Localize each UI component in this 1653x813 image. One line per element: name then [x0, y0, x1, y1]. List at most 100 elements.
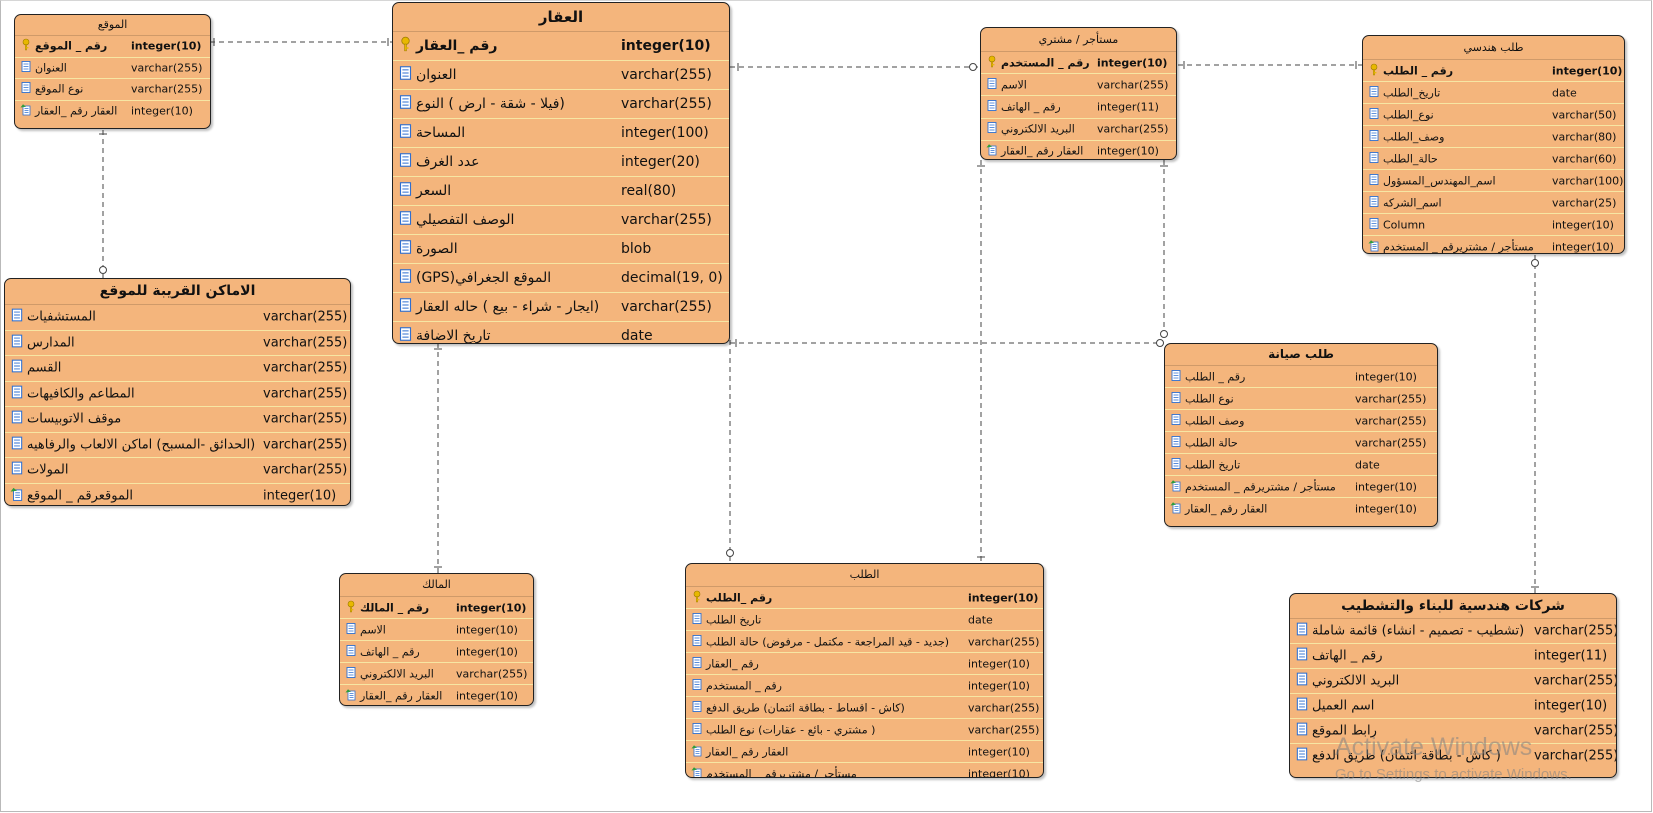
column-type: varchar(255) [1097, 78, 1169, 92]
column-icon [345, 666, 357, 681]
column-icon [986, 77, 998, 92]
column-type: blob [621, 241, 652, 257]
column-type: varchar(255) [1534, 748, 1617, 764]
entity-row[interactable]: (الحدائق -المسبح) اماكن الالعاب والرفاهي… [5, 433, 350, 458]
column-name: العنوان [416, 67, 457, 83]
column-type: integer(100) [621, 125, 709, 141]
column-type: integer(10) [968, 591, 1039, 604]
activate-windows-title: Activate Windows [1335, 733, 1533, 761]
column-type: varchar(100) [1552, 174, 1624, 187]
column-icon [1368, 151, 1380, 166]
entity-row[interactable]: (جديد - قيد المراجعة - مكتمل - مرفوض) حا… [686, 631, 1043, 653]
column-icon [1170, 457, 1182, 472]
column-icon [691, 634, 703, 649]
column-icon [1368, 195, 1380, 210]
column-icon [1368, 107, 1380, 122]
entity-engineering-companies[interactable]: شركات هندسية للبناء والتشطيب(تشطيب - تصم… [1289, 593, 1617, 778]
column-icon [345, 644, 357, 659]
column-name: مستأجر / مشتريرقم _ المستخدم [1185, 480, 1336, 493]
column-name: رقم _ المستخدم [1001, 56, 1090, 70]
column-icon [1170, 413, 1182, 428]
primary-key-icon [691, 590, 703, 605]
column-icon [345, 622, 357, 637]
column-type: varchar(255) [263, 309, 348, 325]
column-name: السعر [416, 183, 452, 199]
entity-title: العقار [393, 3, 729, 32]
column-type: integer(10) [1355, 370, 1417, 383]
column-name: البريد الالكتروني [1312, 673, 1400, 689]
foreign-key-icon [1368, 239, 1380, 253]
